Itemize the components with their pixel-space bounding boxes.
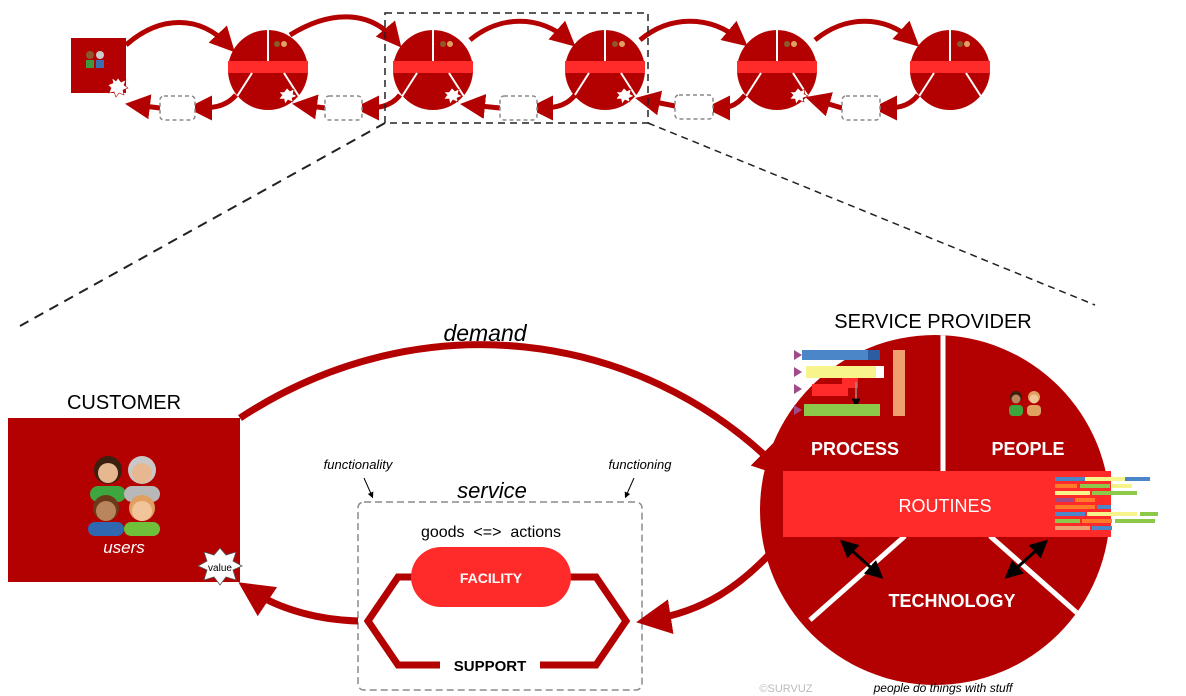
service-to-customer-arrow — [238, 582, 359, 625]
copyright-label: ©SURVUZ — [759, 683, 812, 695]
support-frame — [363, 573, 631, 669]
mini-provider-3 — [565, 30, 645, 110]
mini-provider-5 — [910, 30, 990, 110]
functioning-label: functioning — [609, 457, 673, 472]
process-gantt-icon — [794, 350, 905, 416]
facility-pill — [411, 547, 571, 607]
demand-arrow — [238, 341, 788, 478]
zoom-highlight-box — [384, 12, 649, 124]
provider-caption: people do things with stuff — [873, 681, 1014, 695]
mini-provider-1 — [228, 30, 308, 110]
facility-label: FACILITY — [460, 570, 523, 586]
goods-actions-label: goods <=> actions — [421, 524, 561, 541]
support-label: SUPPORT — [454, 658, 527, 675]
users-group-icon — [88, 456, 160, 536]
process-label: PROCESS — [811, 439, 899, 459]
mini-value-bursts — [278, 87, 809, 105]
people-label: PEOPLE — [991, 439, 1064, 459]
mini-chain — [71, 14, 990, 121]
demand-label: demand — [443, 320, 527, 346]
people-pair-icon — [1009, 391, 1041, 416]
double-arrow-icon — [1004, 539, 1049, 579]
value-burst-icon: value — [197, 547, 243, 586]
provider-title: SERVICE PROVIDER — [834, 311, 1031, 333]
customer-users-label: users — [103, 538, 145, 557]
routines-bars-icon — [1055, 477, 1158, 530]
mini-demand-arrows — [124, 14, 920, 53]
mini-service-boxes — [159, 94, 881, 121]
functioning-pointer — [624, 477, 635, 499]
double-arrow-icon — [839, 539, 884, 579]
customer-box — [8, 418, 240, 582]
zoom-line-right — [647, 122, 1096, 306]
routines-label: ROUTINES — [898, 496, 991, 516]
technology-label: TECHNOLOGY — [888, 591, 1015, 611]
functionality-pointer — [363, 477, 374, 499]
zoom-line-left — [19, 122, 386, 327]
support-label-bg — [440, 652, 540, 678]
mini-people-icon — [86, 51, 104, 68]
mini-value-burst-icon — [107, 77, 129, 98]
service-title: service — [457, 478, 527, 503]
functionality-label: functionality — [324, 457, 394, 472]
customer-title: CUSTOMER — [67, 392, 181, 414]
value-badge-label: value — [208, 563, 232, 574]
service-dashed-box — [357, 501, 643, 691]
mini-provider-2 — [393, 30, 473, 110]
mini-provider-4 — [737, 30, 817, 110]
mini-supply-arrows — [125, 90, 920, 121]
